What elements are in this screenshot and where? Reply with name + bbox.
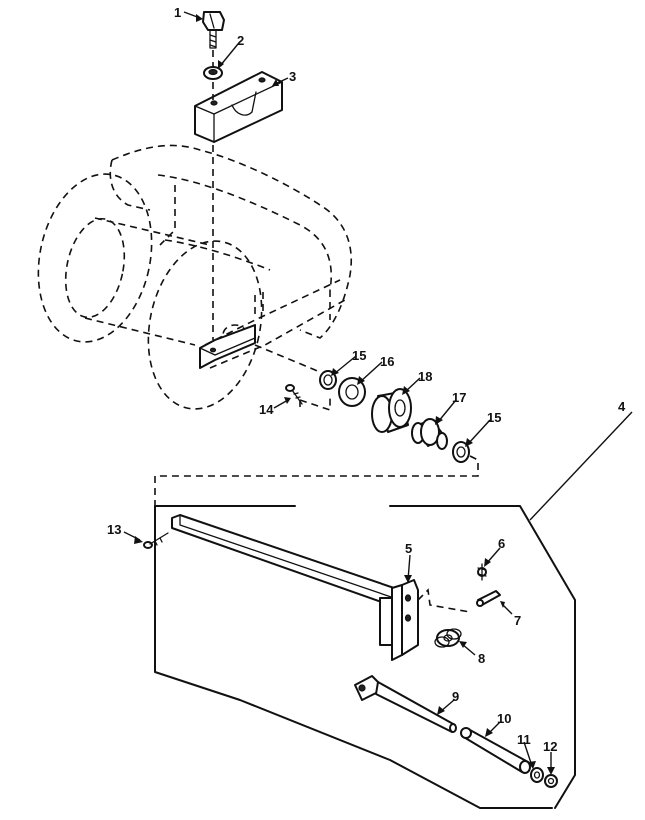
alignment-line-shaft xyxy=(254,344,331,412)
part-3-clamp-block xyxy=(194,71,283,143)
part-4-assembly-panel xyxy=(154,505,576,809)
callout-12: 12 xyxy=(543,739,557,754)
callout-16: 16 xyxy=(380,354,394,369)
part-9-rod xyxy=(354,675,457,733)
callout-15-lower: 15 xyxy=(487,410,501,425)
callout-7: 7 xyxy=(514,613,521,628)
connector-dashed-line xyxy=(154,455,479,506)
part-14-screw xyxy=(285,384,303,405)
callout-4: 4 xyxy=(618,399,626,414)
callout-5: 5 xyxy=(405,541,412,556)
part-12-locknut xyxy=(544,774,558,788)
part-11-washer xyxy=(530,767,544,783)
callout-9: 9 xyxy=(452,689,459,704)
part-7-pin xyxy=(476,590,501,607)
callout-3: 3 xyxy=(289,69,296,84)
callout-15-upper: 15 xyxy=(352,348,366,363)
callout-6: 6 xyxy=(498,536,505,551)
callout-14: 14 xyxy=(259,402,274,417)
callout-10: 10 xyxy=(497,711,511,726)
callout-11: 11 xyxy=(517,732,531,747)
callout-18: 18 xyxy=(418,369,432,384)
callout-1: 1 xyxy=(174,5,181,20)
part-5-bracket xyxy=(391,579,419,661)
part-8-spring xyxy=(434,628,462,648)
callout-labels: 1 2 3 4 5 6 7 8 9 10 11 12 13 14 15 15 1… xyxy=(107,5,626,754)
callout-13: 13 xyxy=(107,522,121,537)
shaft-end-block xyxy=(199,324,256,369)
part-13-screw xyxy=(143,532,169,549)
part-1-bolt xyxy=(202,11,225,49)
part-2-lockwasher xyxy=(203,66,223,80)
part-16-thrust-washer xyxy=(338,377,366,407)
callout-8: 8 xyxy=(478,651,485,666)
part-6-screw xyxy=(477,563,487,581)
callout-2: 2 xyxy=(237,33,244,48)
part-17-roller xyxy=(411,418,448,450)
part-18-bushing xyxy=(371,388,412,433)
winch-drum-assembly xyxy=(37,144,352,410)
callout-17: 17 xyxy=(452,390,466,405)
long-support-bar xyxy=(171,514,401,646)
leader-lines xyxy=(123,11,633,775)
alignment-line-bracket xyxy=(417,588,471,613)
